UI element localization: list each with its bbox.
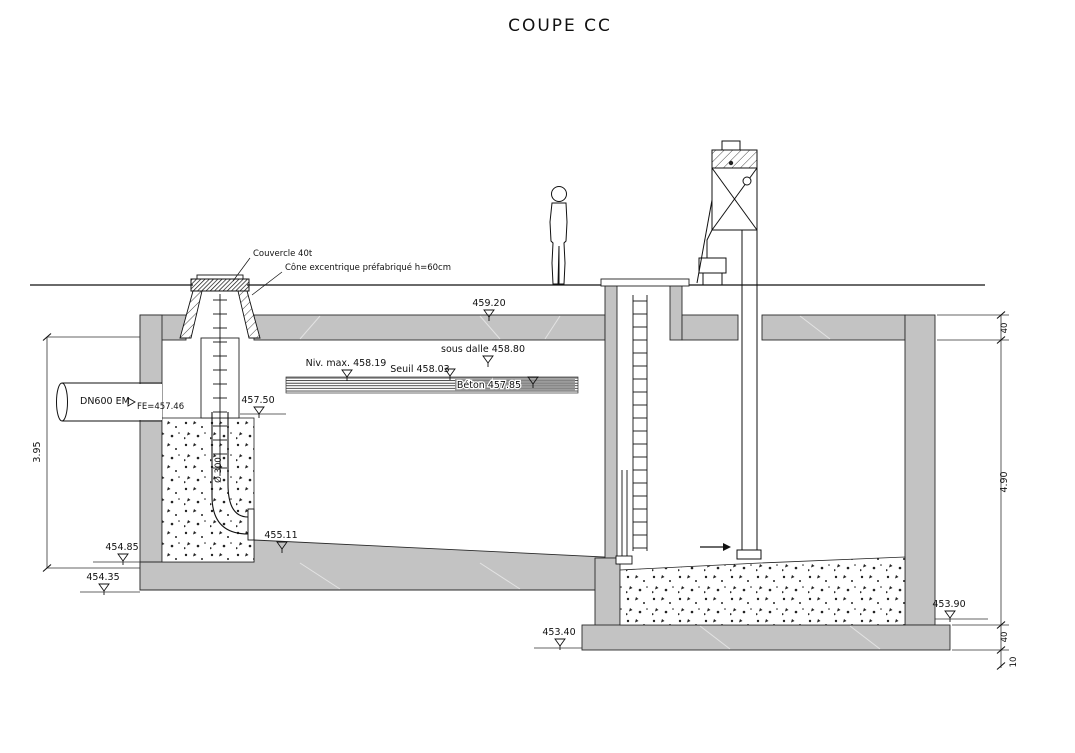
callouts: Couvercle 40t Cône excentrique préfabriq… (80, 249, 451, 483)
step-wall (594, 557, 621, 629)
dim-slab-thickness: 40 (1000, 323, 1010, 334)
level-annotations: 459.20 sous dalle 458.80 Niv. max. 458.1… (80, 298, 988, 651)
riser-pipe (211, 412, 255, 541)
dimension-left: 3.95 (32, 332, 140, 573)
top-slab-right-b (761, 314, 906, 341)
level-under-slab: sous dalle 458.80 (441, 344, 525, 355)
dim-left-depth: 3.95 (32, 441, 43, 462)
person-figure (549, 186, 568, 285)
cover-callout: Couvercle 40t (253, 249, 313, 259)
dim-right-depth: 4.90 (999, 471, 1010, 492)
manhole-ladder (213, 294, 227, 476)
level-marker (98, 583, 110, 596)
dim-lean-concrete: 10 (1009, 657, 1019, 668)
dimension-right: 40 4.90 40 10 (937, 310, 1019, 671)
divider-wall (604, 284, 618, 559)
level-454-35: 454.35 (86, 572, 119, 583)
level-453-90: 453.90 (932, 599, 965, 610)
level-weir: Seuil 458.03 (390, 364, 449, 375)
level-457-50: 457.50 (241, 395, 274, 406)
riser-diameter-label: Ø 300 (213, 457, 224, 483)
level-max-water: Niv. max. 458.19 (306, 358, 387, 369)
inlet-pointer-icon (127, 397, 136, 407)
concrete-joints (299, 315, 881, 650)
level-marker (944, 610, 956, 623)
inlet-invert-label: FE=457.46 (137, 402, 184, 412)
base-slab-right (581, 624, 951, 651)
water-band (285, 376, 579, 394)
guide-pipe (615, 470, 633, 565)
level-marker (482, 355, 494, 368)
concrete-fill-left (161, 417, 255, 563)
drawing-title: COUPE CC (508, 16, 612, 36)
shaft-curb-right (669, 284, 683, 341)
flow-arrow (700, 543, 731, 551)
level-marker (253, 406, 265, 419)
inlet-pipe-dn600 (56, 382, 162, 422)
level-concrete: Béton 457.85 (457, 380, 521, 391)
level-top-slab: 459.20 (472, 298, 505, 309)
manhole-cover (190, 274, 250, 292)
cone-callout: Cône excentrique préfabriqué h=60cm (285, 262, 451, 273)
concrete-structure (139, 284, 951, 651)
left-wall (139, 314, 163, 591)
level-454-85: 454.85 (105, 542, 138, 553)
right-wall (904, 314, 936, 626)
level-453-40: 453.40 (542, 627, 575, 638)
right-shaft-ladder (632, 295, 648, 551)
shaft-lid (600, 278, 690, 287)
screening-equipment (696, 140, 762, 560)
top-slab-right-a (681, 314, 739, 341)
level-455-11: 455.11 (264, 530, 297, 541)
inlet-pipe-label: DN600 EM (80, 396, 130, 407)
dim-base-thickness: 40 (1000, 632, 1010, 643)
level-marker (117, 553, 129, 566)
concrete-fill-right (619, 556, 906, 626)
